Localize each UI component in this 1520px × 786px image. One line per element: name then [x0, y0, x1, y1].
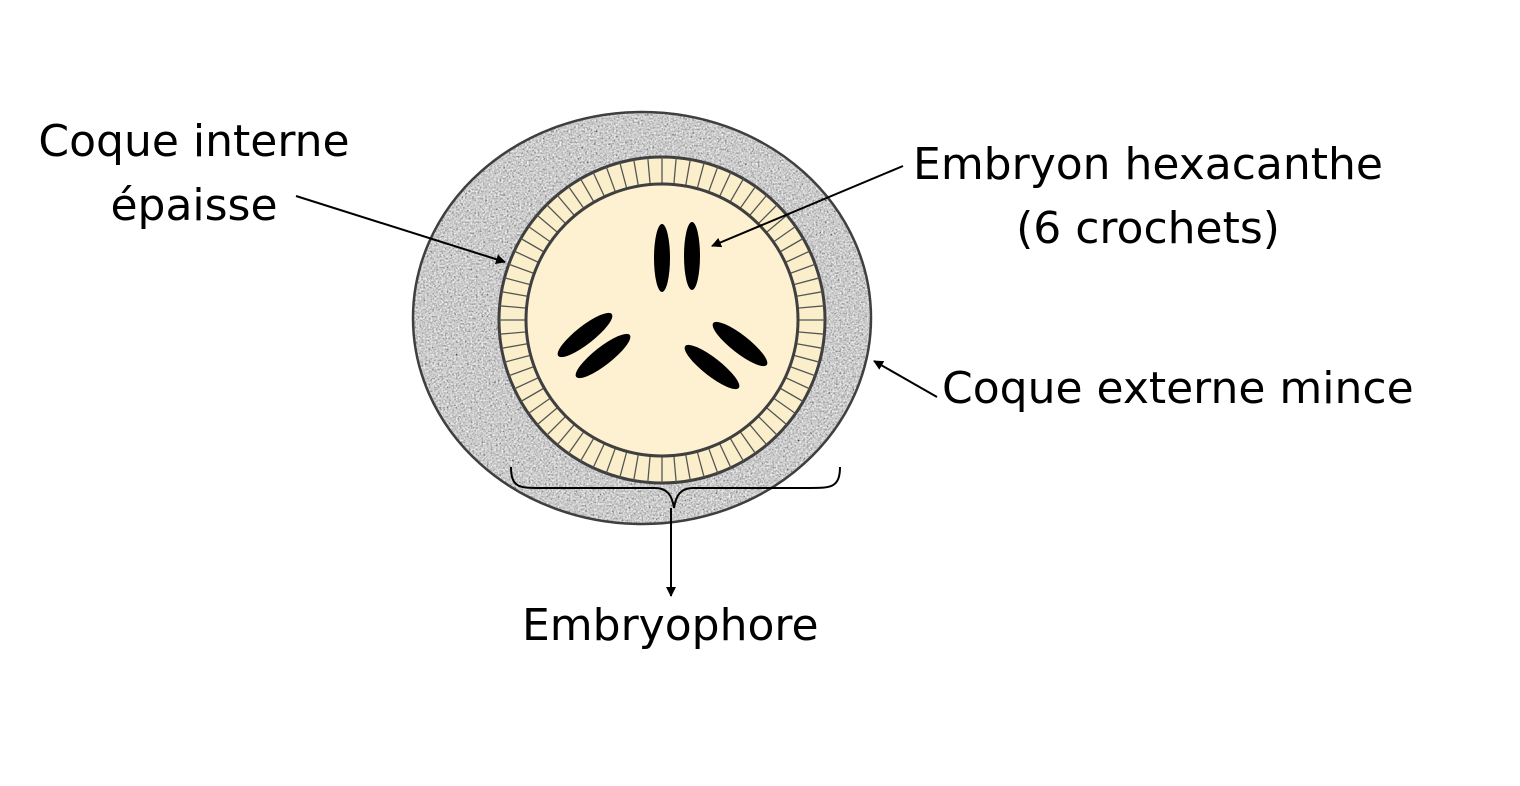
embryophore-striation	[546, 415, 567, 436]
embryophore-striation	[773, 397, 796, 415]
embryophore-striation	[784, 376, 811, 390]
embryophore-striation	[546, 204, 567, 225]
outer-shell-leader	[873, 360, 938, 398]
embryophore-striation	[508, 365, 535, 377]
embryo-body	[524, 182, 800, 458]
embryophore-striation	[592, 442, 606, 469]
embryophore-striation	[513, 376, 540, 390]
embryophore-striation	[499, 305, 527, 309]
embryophore-striation	[508, 263, 535, 275]
embryophore-striation	[633, 453, 640, 481]
embryophore-striation	[797, 305, 825, 309]
embryophore-striation	[605, 447, 617, 474]
embryophore-striation	[757, 415, 778, 436]
embryophore-striation	[696, 162, 705, 189]
embryophore-striation	[789, 263, 816, 275]
embryophore-ring	[497, 155, 827, 485]
embryophore-striation	[647, 157, 651, 185]
hook	[684, 344, 740, 390]
embryophore-striation	[729, 178, 745, 203]
hook	[557, 312, 613, 358]
embryophore-striation	[696, 451, 705, 478]
embryophore-striation	[567, 186, 585, 209]
label-embryo-line2: (6 crochets)	[1016, 203, 1280, 254]
embryophore-striation	[797, 331, 825, 335]
embryophore-striation	[513, 250, 540, 264]
embryophore-striation	[748, 423, 768, 446]
label-embryophore: Embryophore	[522, 600, 819, 651]
embryophore-striation	[673, 157, 677, 185]
embryophore-striation	[684, 159, 691, 187]
embryo-hooks	[557, 222, 768, 390]
embryophore-striation	[739, 186, 757, 209]
hook	[654, 224, 670, 292]
label-outer-shell: Coque externe mince	[942, 363, 1414, 414]
embryophore-striation	[520, 387, 545, 403]
embryophore-striation	[718, 171, 732, 198]
embryophore-striation	[718, 442, 732, 469]
embryophore-striation	[528, 225, 551, 243]
embryophore-striation	[605, 166, 617, 193]
hook	[712, 321, 768, 367]
label-embryo-line1: Embryon hexacanthe	[913, 139, 1383, 190]
embryophore-striation	[536, 214, 559, 234]
embryophore-striation	[633, 159, 640, 187]
embryophore-striation	[504, 277, 531, 286]
hook	[575, 333, 631, 379]
embryophore-brace	[510, 466, 841, 509]
embryophore-striation	[567, 431, 585, 454]
embryophore-striation	[765, 406, 788, 426]
embryophore-striation	[592, 171, 606, 198]
embryophore-striation	[748, 194, 768, 217]
embryophore-striation	[619, 162, 628, 189]
embryophore-striation	[795, 342, 823, 349]
embryophore-striation	[520, 237, 545, 253]
embryophore-striation	[619, 451, 628, 478]
embryophore-striation	[579, 178, 595, 203]
embryophore-striation	[501, 291, 529, 298]
embryo-leader	[711, 165, 904, 248]
embryophore-striation	[501, 342, 529, 349]
embryophore-striation	[773, 225, 796, 243]
hook	[684, 222, 700, 290]
embryophore-striation	[504, 354, 531, 363]
embryophore-striation	[556, 423, 576, 446]
embryophore-striation	[673, 455, 677, 483]
embryophore-striation	[765, 214, 788, 234]
embryophore-striation	[684, 453, 691, 481]
embryophore-striation	[707, 447, 719, 474]
label-inner-shell: Coque interne épaisse	[34, 110, 354, 238]
embryophore-striation	[779, 387, 804, 403]
embryophore-striation	[784, 250, 811, 264]
embryophore-striation	[789, 365, 816, 377]
embryophore-striation	[499, 331, 527, 335]
embryophore-striation	[536, 406, 559, 426]
embryophore-striation	[739, 431, 757, 454]
inner-shell-leader	[295, 195, 506, 265]
embryophore-striation	[579, 437, 595, 462]
embryophore-striation	[647, 455, 651, 483]
embryophore-striation	[793, 354, 820, 363]
embryophore-striation	[707, 166, 719, 193]
embryophore-striation	[793, 277, 820, 286]
embryophore-striation	[528, 397, 551, 415]
embryophore-striation	[795, 291, 823, 298]
embryophore-striation	[729, 437, 745, 462]
embryophore-striation	[556, 194, 576, 217]
label-inner-shell-line2: épaisse	[110, 180, 278, 231]
label-embryo: Embryon hexacanthe (6 crochets)	[908, 133, 1388, 261]
embryophore-striation	[779, 237, 804, 253]
embryophore-striation	[757, 204, 778, 225]
label-inner-shell-line1: Coque interne	[38, 116, 350, 167]
